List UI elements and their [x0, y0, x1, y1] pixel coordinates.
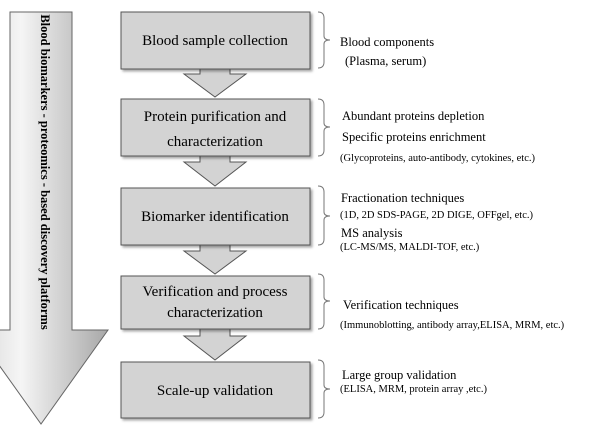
note-1-line-2: (Plasma, serum)	[345, 54, 427, 68]
note-bracket-4	[317, 273, 331, 330]
note-4-line-1: Verification techniques	[343, 298, 459, 312]
note-3-line-4: (LC-MS/MS, MALDI-TOF, etc.)	[340, 242, 480, 253]
step-box-3	[120, 187, 311, 246]
step-1-label: Blood sample collection	[142, 33, 288, 49]
note-4-line-2: (Immunoblotting, antibody array,ELISA, M…	[340, 320, 565, 331]
note-bracket-2	[317, 98, 331, 157]
note-bracket-3	[317, 185, 331, 246]
step-5-label: Scale-up validation	[157, 383, 274, 399]
connector-arrow	[182, 328, 248, 361]
note-5-line-2: (ELISA, MRM, protein array ,etc.)	[340, 384, 487, 395]
connector-arrow	[182, 155, 248, 187]
note-3-line-2: (1D, 2D SDS-PAGE, 2D DIGE, OFFgel, etc.)	[340, 210, 533, 221]
note-2-line-2: Specific proteins enrichment	[342, 130, 486, 144]
note-3-line-3: MS analysis	[341, 226, 403, 240]
connector-arrow	[182, 68, 248, 98]
step-4-label-line-1: Verification and process	[143, 284, 288, 300]
connector-arrows	[182, 68, 248, 361]
step-box-4	[120, 275, 311, 330]
step-box-5	[120, 361, 311, 419]
step-4-label-line-2: characterization	[167, 305, 263, 321]
step-box-2	[120, 98, 311, 157]
step-2-label-line-1: Protein purification and	[144, 109, 287, 125]
connector-arrow	[182, 244, 248, 275]
note-bracket-5	[317, 359, 331, 419]
note-brackets	[317, 11, 331, 419]
step-boxes: Blood sample collection Protein purifica…	[120, 11, 311, 419]
note-1-line-1: Blood components	[340, 35, 435, 49]
note-5-line-1: Large group validation	[342, 368, 457, 382]
note-2-line-1: Abundant proteins depletion	[342, 109, 485, 123]
step-3-label: Biomarker identification	[141, 209, 289, 225]
process-direction-arrow	[0, 11, 109, 425]
process-direction-label: Blood biomarkers - proteomics - based di…	[38, 14, 52, 330]
step-box-1	[120, 11, 311, 70]
note-2-line-3: (Glycoproteins, auto-antibody, cytokines…	[340, 153, 535, 164]
note-3-line-1: Fractionation techniques	[341, 191, 465, 205]
note-bracket-1	[317, 11, 331, 69]
step-2-label-line-2: characterization	[167, 134, 263, 150]
